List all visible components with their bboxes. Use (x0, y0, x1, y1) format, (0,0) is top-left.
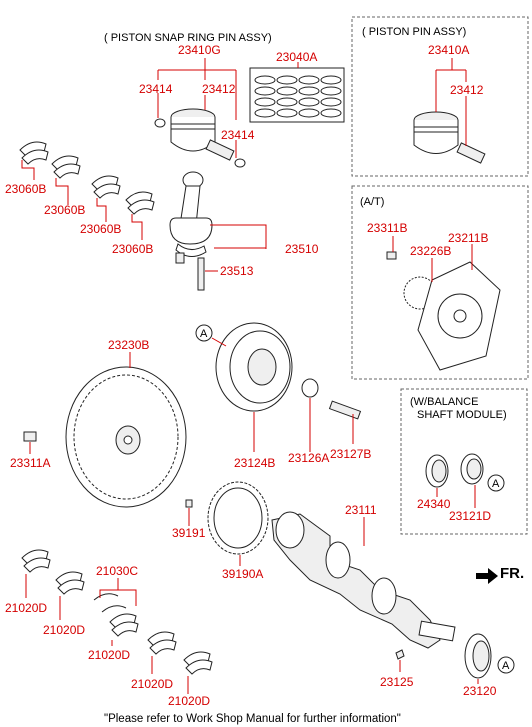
label-23311B[interactable]: 23311B (367, 221, 407, 235)
snap-ring-icon (234, 158, 246, 168)
flywheel-group (23, 352, 187, 508)
label-39190A[interactable]: 39190A (222, 567, 263, 581)
callout-a-1: A (200, 328, 208, 340)
label-23412-b[interactable]: 23412 (450, 83, 484, 97)
ring-gear-group (185, 481, 269, 566)
label-23414-b[interactable]: 23414 (221, 128, 255, 142)
rod-nut-icon (175, 252, 185, 264)
bolt-icon (386, 251, 397, 260)
woodruff-key-icon (395, 649, 405, 660)
box-at (351, 185, 529, 380)
section-piston-snap-ring: ( PISTON SNAP RING PIN ASSY) (104, 32, 272, 44)
pulley-bolt-icon (328, 400, 362, 420)
label-23510[interactable]: 23510 (285, 242, 319, 256)
label-24340[interactable]: 24340 (417, 497, 451, 511)
connecting-rod-group (169, 171, 267, 291)
key-icon (185, 499, 193, 508)
piston-pin-icon (456, 142, 486, 164)
callout-a-3: A (502, 660, 510, 672)
label-23120[interactable]: 23120 (463, 684, 497, 698)
label-23060B-4[interactable]: 23060B (112, 242, 153, 256)
section-piston-pin-assy: ( PISTON PIN ASSY) (362, 26, 466, 38)
label-23124B[interactable]: 23124B (234, 456, 275, 470)
conrod-bearings-group (19, 141, 155, 240)
label-39191[interactable]: 39191 (172, 526, 206, 540)
box-piston-pin-assy (351, 16, 529, 177)
label-21020D-4[interactable]: 21020D (131, 677, 173, 691)
label-23125[interactable]: 23125 (380, 675, 414, 689)
label-23412-a[interactable]: 23412 (202, 82, 236, 96)
section-balance-line1: (W/BALANCE (410, 396, 478, 408)
label-23410G[interactable]: 23410G (178, 43, 221, 57)
label-23211B[interactable]: 23211B (448, 231, 488, 245)
crank-sprocket-group: A (395, 633, 515, 684)
label-23414-a[interactable]: 23414 (139, 82, 173, 96)
snap-ring-icon (154, 118, 166, 128)
crankshaft-group (271, 511, 456, 649)
label-23410A[interactable]: 23410A (428, 43, 469, 57)
pulley-group: A (195, 322, 362, 452)
label-23126A[interactable]: 23126A (288, 451, 329, 465)
label-23060B-3[interactable]: 23060B (80, 222, 121, 236)
piston-pin-icon (205, 139, 235, 161)
label-23060B-1[interactable]: 23060B (5, 182, 46, 196)
callout-a-circle (195, 324, 213, 342)
label-21020D-5[interactable]: 21020D (168, 694, 210, 708)
front-label: FR. (500, 565, 524, 582)
front-direction-indicator: FR. (476, 565, 524, 584)
flywheel-bolt-icon (23, 431, 37, 442)
rod-bolt-icon (197, 257, 205, 291)
footer-note: "Please refer to Work Shop Manual for fu… (104, 713, 401, 725)
piston-snap-ring-group (154, 58, 345, 168)
label-23226B[interactable]: 23226B (410, 244, 451, 258)
label-21020D-3[interactable]: 21020D (88, 648, 130, 662)
section-balance-line2: SHAFT MODULE) (417, 409, 507, 421)
label-21030C[interactable]: 21030C (96, 564, 138, 578)
piston-pin-assy-group (413, 58, 486, 164)
label-23060B-2[interactable]: 23060B (44, 203, 85, 217)
callout-a-2: A (492, 478, 500, 490)
balance-gears-group: A (425, 453, 505, 508)
at-group (386, 236, 501, 371)
label-21020D-1[interactable]: 21020D (5, 601, 47, 615)
label-23513[interactable]: 23513 (220, 264, 254, 278)
arrow-right-icon (476, 568, 498, 584)
label-23111[interactable]: 23111 (345, 503, 377, 517)
washer-icon (301, 378, 319, 398)
main-bearings-group (21, 549, 213, 694)
section-at: (A/T) (360, 196, 384, 208)
label-23040A[interactable]: 23040A (276, 50, 317, 64)
label-23121D[interactable]: 23121D (449, 509, 491, 523)
thrust-washer-icon (93, 593, 119, 601)
box-balance-shaft (400, 388, 528, 535)
piston-ring-set-icon (249, 67, 345, 123)
label-21020D-2[interactable]: 21020D (43, 623, 85, 637)
label-23311A[interactable]: 23311A (10, 456, 50, 470)
label-23127B[interactable]: 23127B (330, 447, 371, 461)
label-23230B[interactable]: 23230B (108, 338, 149, 352)
